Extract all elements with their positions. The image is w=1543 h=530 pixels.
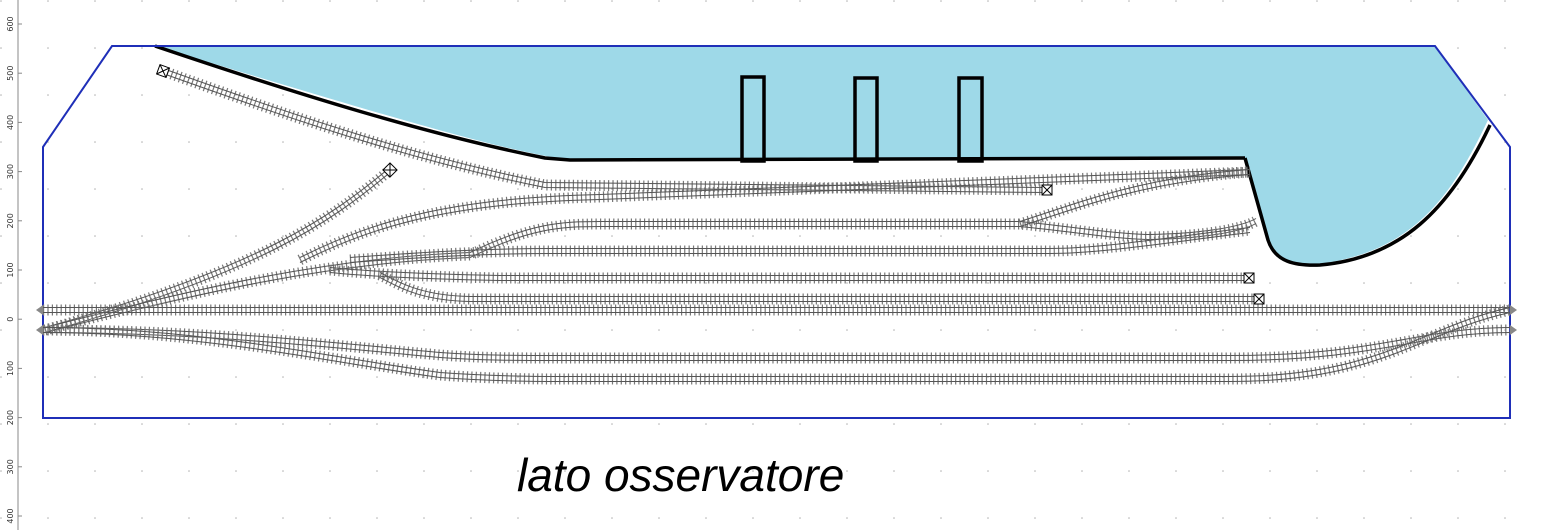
track-rail[interactable] — [349, 232, 1251, 263]
track-sleepers[interactable] — [1149, 216, 1259, 243]
water-basin — [155, 46, 1488, 266]
track-sleepers[interactable] — [349, 224, 1251, 266]
track-end-arrow-icon[interactable] — [36, 305, 43, 315]
shoreline-right — [1243, 124, 1492, 267]
track-rail[interactable] — [162, 68, 1048, 188]
ruler-tick-label: 300 — [6, 164, 15, 179]
track-rail[interactable] — [299, 174, 1251, 263]
buffer-stop-icon[interactable] — [155, 63, 171, 79]
track-rail[interactable] — [329, 272, 1249, 281]
track-rail[interactable] — [379, 277, 1259, 302]
track-rail[interactable] — [42, 312, 1511, 382]
track-rail[interactable] — [44, 167, 391, 328]
shoreline-left — [154, 44, 1246, 162]
vertical-ruler: 600 500 400 300 200 100 0 100 200 300 400 — [6, 0, 22, 530]
track-end-arrow-icon[interactable] — [36, 325, 43, 335]
ruler-tick-label: 400 — [6, 115, 15, 130]
track-rail[interactable] — [379, 272, 1259, 297]
ruler-tick-label: 200 — [6, 213, 15, 228]
viewer-side-label: lato osservatore — [517, 449, 845, 501]
ruler-tick-label: 600 — [6, 16, 15, 31]
buffer-stop-icon[interactable] — [1243, 272, 1255, 284]
buffer-stop-icon[interactable] — [1253, 293, 1265, 305]
track-rail[interactable] — [44, 226, 1151, 333]
track-sleepers[interactable] — [42, 324, 1511, 364]
track-rail[interactable] — [162, 73, 1048, 193]
ruler-tick-label: 100 — [6, 262, 15, 277]
track-group[interactable] — [42, 65, 1512, 385]
track-sleepers[interactable] — [42, 304, 1512, 385]
track-rail[interactable] — [42, 327, 1511, 356]
track-sleepers[interactable] — [43, 165, 394, 336]
ruler-tick-label: 100 — [6, 361, 15, 376]
track-rail[interactable] — [1019, 169, 1251, 222]
track-end-arrow-icon[interactable] — [1510, 305, 1517, 315]
pier-1 — [740, 75, 766, 163]
ruler-tick-label: 0 — [6, 317, 15, 322]
ruler-tick-label: 400 — [6, 508, 15, 523]
track-rail[interactable] — [329, 267, 1249, 276]
track-rail[interactable] — [299, 169, 1251, 258]
track-rail[interactable] — [44, 221, 1151, 328]
pier-2 — [853, 76, 879, 163]
buffer-stop-icon[interactable] — [382, 162, 398, 178]
track-rail[interactable] — [1019, 174, 1251, 227]
ruler-tick-label: 300 — [6, 459, 15, 474]
ruler-tick-label: 200 — [6, 410, 15, 425]
track-sleepers[interactable] — [161, 65, 1048, 196]
track-sleepers[interactable] — [43, 218, 1151, 336]
track-rail[interactable] — [42, 332, 1511, 361]
buffer-stop-icon[interactable] — [1041, 184, 1053, 196]
ruler-tick-label: 500 — [6, 66, 15, 81]
track-end-arrow-icon[interactable] — [1510, 325, 1517, 335]
track-rail[interactable] — [349, 227, 1251, 258]
track-rail[interactable] — [42, 307, 1511, 377]
pier-3 — [957, 76, 984, 163]
layout-boundary — [42, 45, 1511, 419]
